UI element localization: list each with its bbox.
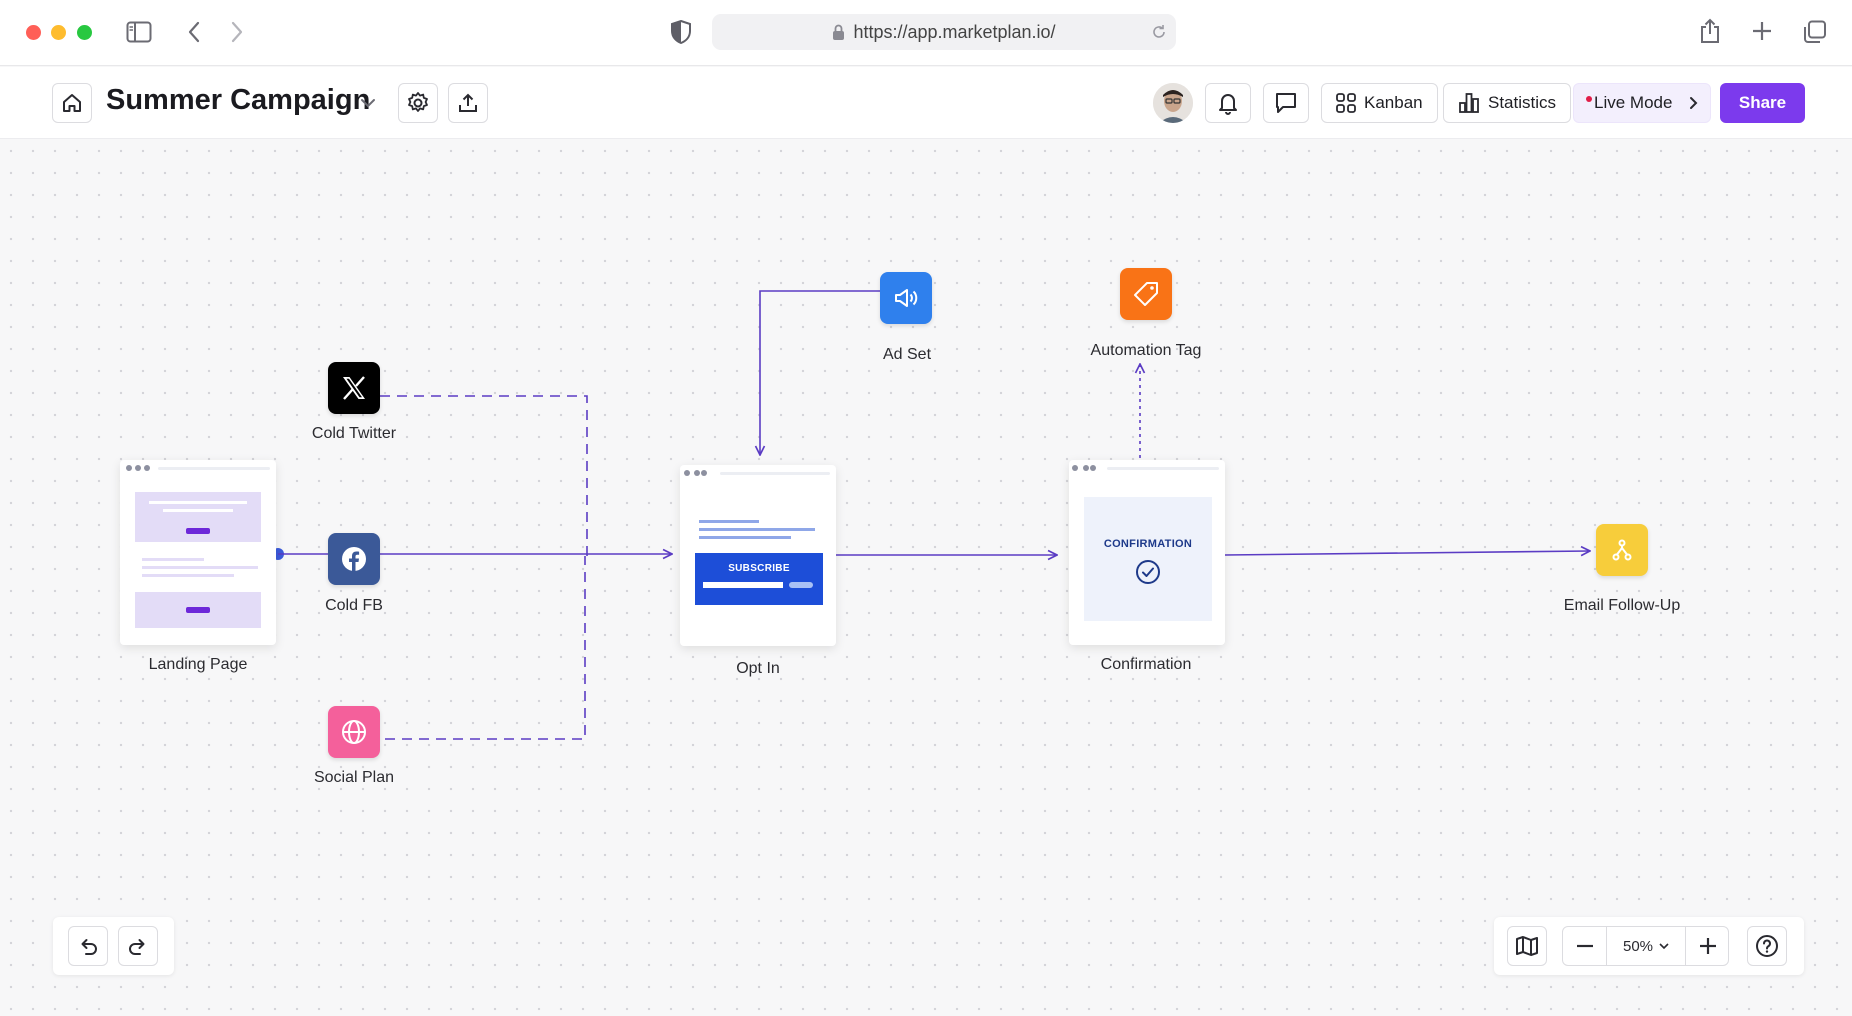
notifications-button[interactable] — [1205, 83, 1251, 123]
live-dot — [1586, 96, 1592, 102]
back-icon[interactable] — [183, 20, 205, 44]
landing-page-node[interactable] — [120, 460, 276, 645]
tag-icon — [1132, 280, 1160, 308]
megaphone-icon — [892, 284, 920, 312]
kanban-label: Kanban — [1364, 93, 1423, 112]
export-button[interactable] — [448, 83, 488, 123]
confirmation-node[interactable]: CONFIRMATION — [1069, 460, 1225, 645]
share-page-icon[interactable] — [1697, 17, 1723, 45]
email-followup-node[interactable] — [1596, 524, 1648, 576]
subscribe-block: SUBSCRIBE — [695, 553, 823, 605]
confirmation-block: CONFIRMATION — [1084, 497, 1212, 621]
settings-button[interactable] — [398, 83, 438, 123]
help-icon — [1755, 934, 1779, 958]
check-circle-icon — [1135, 559, 1161, 585]
shield-icon[interactable] — [668, 19, 694, 45]
maximize-window-button[interactable] — [77, 25, 92, 40]
minus-icon — [1576, 944, 1594, 948]
zoom-level-select[interactable]: 50% — [1607, 927, 1685, 965]
avatar[interactable] — [1153, 83, 1193, 123]
ad-set-label: Ad Set — [882, 346, 932, 363]
home-button[interactable] — [52, 83, 92, 123]
chevron-right-icon — [1688, 96, 1698, 110]
bar-chart-icon — [1458, 92, 1480, 114]
facebook-icon — [340, 545, 368, 573]
reload-icon[interactable] — [1150, 23, 1168, 41]
undo-icon — [77, 935, 99, 957]
minimize-window-button[interactable] — [51, 25, 66, 40]
zoom-panel: 50% — [1494, 917, 1804, 975]
bell-icon — [1217, 91, 1239, 115]
confirmation-label: Confirmation — [1100, 656, 1192, 673]
grid-icon — [1336, 93, 1356, 113]
landing-page-label: Landing Page — [148, 656, 248, 673]
cold-twitter-label: Cold Twitter — [311, 425, 397, 442]
chevron-down-icon — [1659, 942, 1669, 950]
zoom-out-button[interactable] — [1563, 927, 1607, 965]
gear-icon — [406, 91, 430, 115]
tab-overview-icon[interactable] — [1802, 19, 1828, 45]
opt-in-label: Opt In — [736, 660, 780, 677]
statistics-label: Statistics — [1488, 93, 1557, 112]
automation-tag-label: Automation Tag — [1090, 342, 1202, 359]
plus-icon — [1699, 937, 1717, 955]
undo-button[interactable] — [68, 926, 108, 966]
confirmation-text: CONFIRMATION — [1103, 538, 1193, 550]
zoom-control: 50% — [1562, 926, 1729, 966]
history-panel — [53, 917, 174, 975]
share-button[interactable]: Share — [1720, 83, 1805, 123]
subscribe-text: SUBSCRIBE — [728, 563, 790, 574]
browser-toolbar: https://app.marketplan.io/ — [0, 0, 1852, 66]
live-mode-button[interactable]: Live Mode — [1573, 83, 1712, 123]
map-button[interactable] — [1507, 926, 1547, 966]
cold-fb-node[interactable] — [328, 533, 380, 585]
redo-icon — [127, 935, 149, 957]
title-dropdown-icon[interactable] — [356, 91, 380, 115]
home-icon — [61, 92, 83, 114]
globe-icon — [340, 718, 368, 746]
email-followup-label: Email Follow-Up — [1563, 597, 1681, 614]
lock-icon — [832, 24, 845, 41]
new-tab-icon[interactable] — [1750, 19, 1774, 43]
close-window-button[interactable] — [26, 25, 41, 40]
cold-fb-label: Cold FB — [325, 597, 383, 614]
social-plan-label: Social Plan — [313, 769, 395, 786]
x-logo-icon — [339, 373, 369, 403]
url-text: https://app.marketplan.io/ — [853, 21, 1056, 42]
card-toolbar — [1069, 460, 1225, 474]
redo-button[interactable] — [118, 926, 158, 966]
comment-icon — [1274, 91, 1298, 115]
card-toolbar — [120, 460, 276, 474]
comments-button[interactable] — [1263, 83, 1309, 123]
cold-twitter-node[interactable] — [328, 362, 380, 414]
social-plan-node[interactable] — [328, 706, 380, 758]
zoom-level-text: 50% — [1622, 937, 1654, 955]
upload-icon — [457, 92, 479, 114]
card-toolbar — [680, 465, 836, 479]
branch-icon — [1608, 536, 1636, 564]
address-bar[interactable]: https://app.marketplan.io/ — [712, 14, 1176, 50]
sidebar-toggle-icon[interactable] — [126, 19, 152, 45]
ad-set-node[interactable] — [880, 272, 932, 324]
forward-icon[interactable] — [226, 20, 248, 44]
hero-block — [135, 492, 261, 542]
automation-tag-node[interactable] — [1120, 268, 1172, 320]
live-mode-label: Live Mode — [1594, 93, 1673, 112]
help-button[interactable] — [1747, 926, 1787, 966]
opt-in-node[interactable]: SUBSCRIBE — [680, 465, 836, 646]
statistics-button[interactable]: Statistics — [1443, 83, 1572, 123]
kanban-button[interactable]: Kanban — [1321, 83, 1438, 123]
map-icon — [1515, 935, 1539, 957]
cta-block — [135, 592, 261, 628]
zoom-in-button[interactable] — [1685, 927, 1729, 965]
page-title: Summer Campaign — [106, 84, 371, 116]
